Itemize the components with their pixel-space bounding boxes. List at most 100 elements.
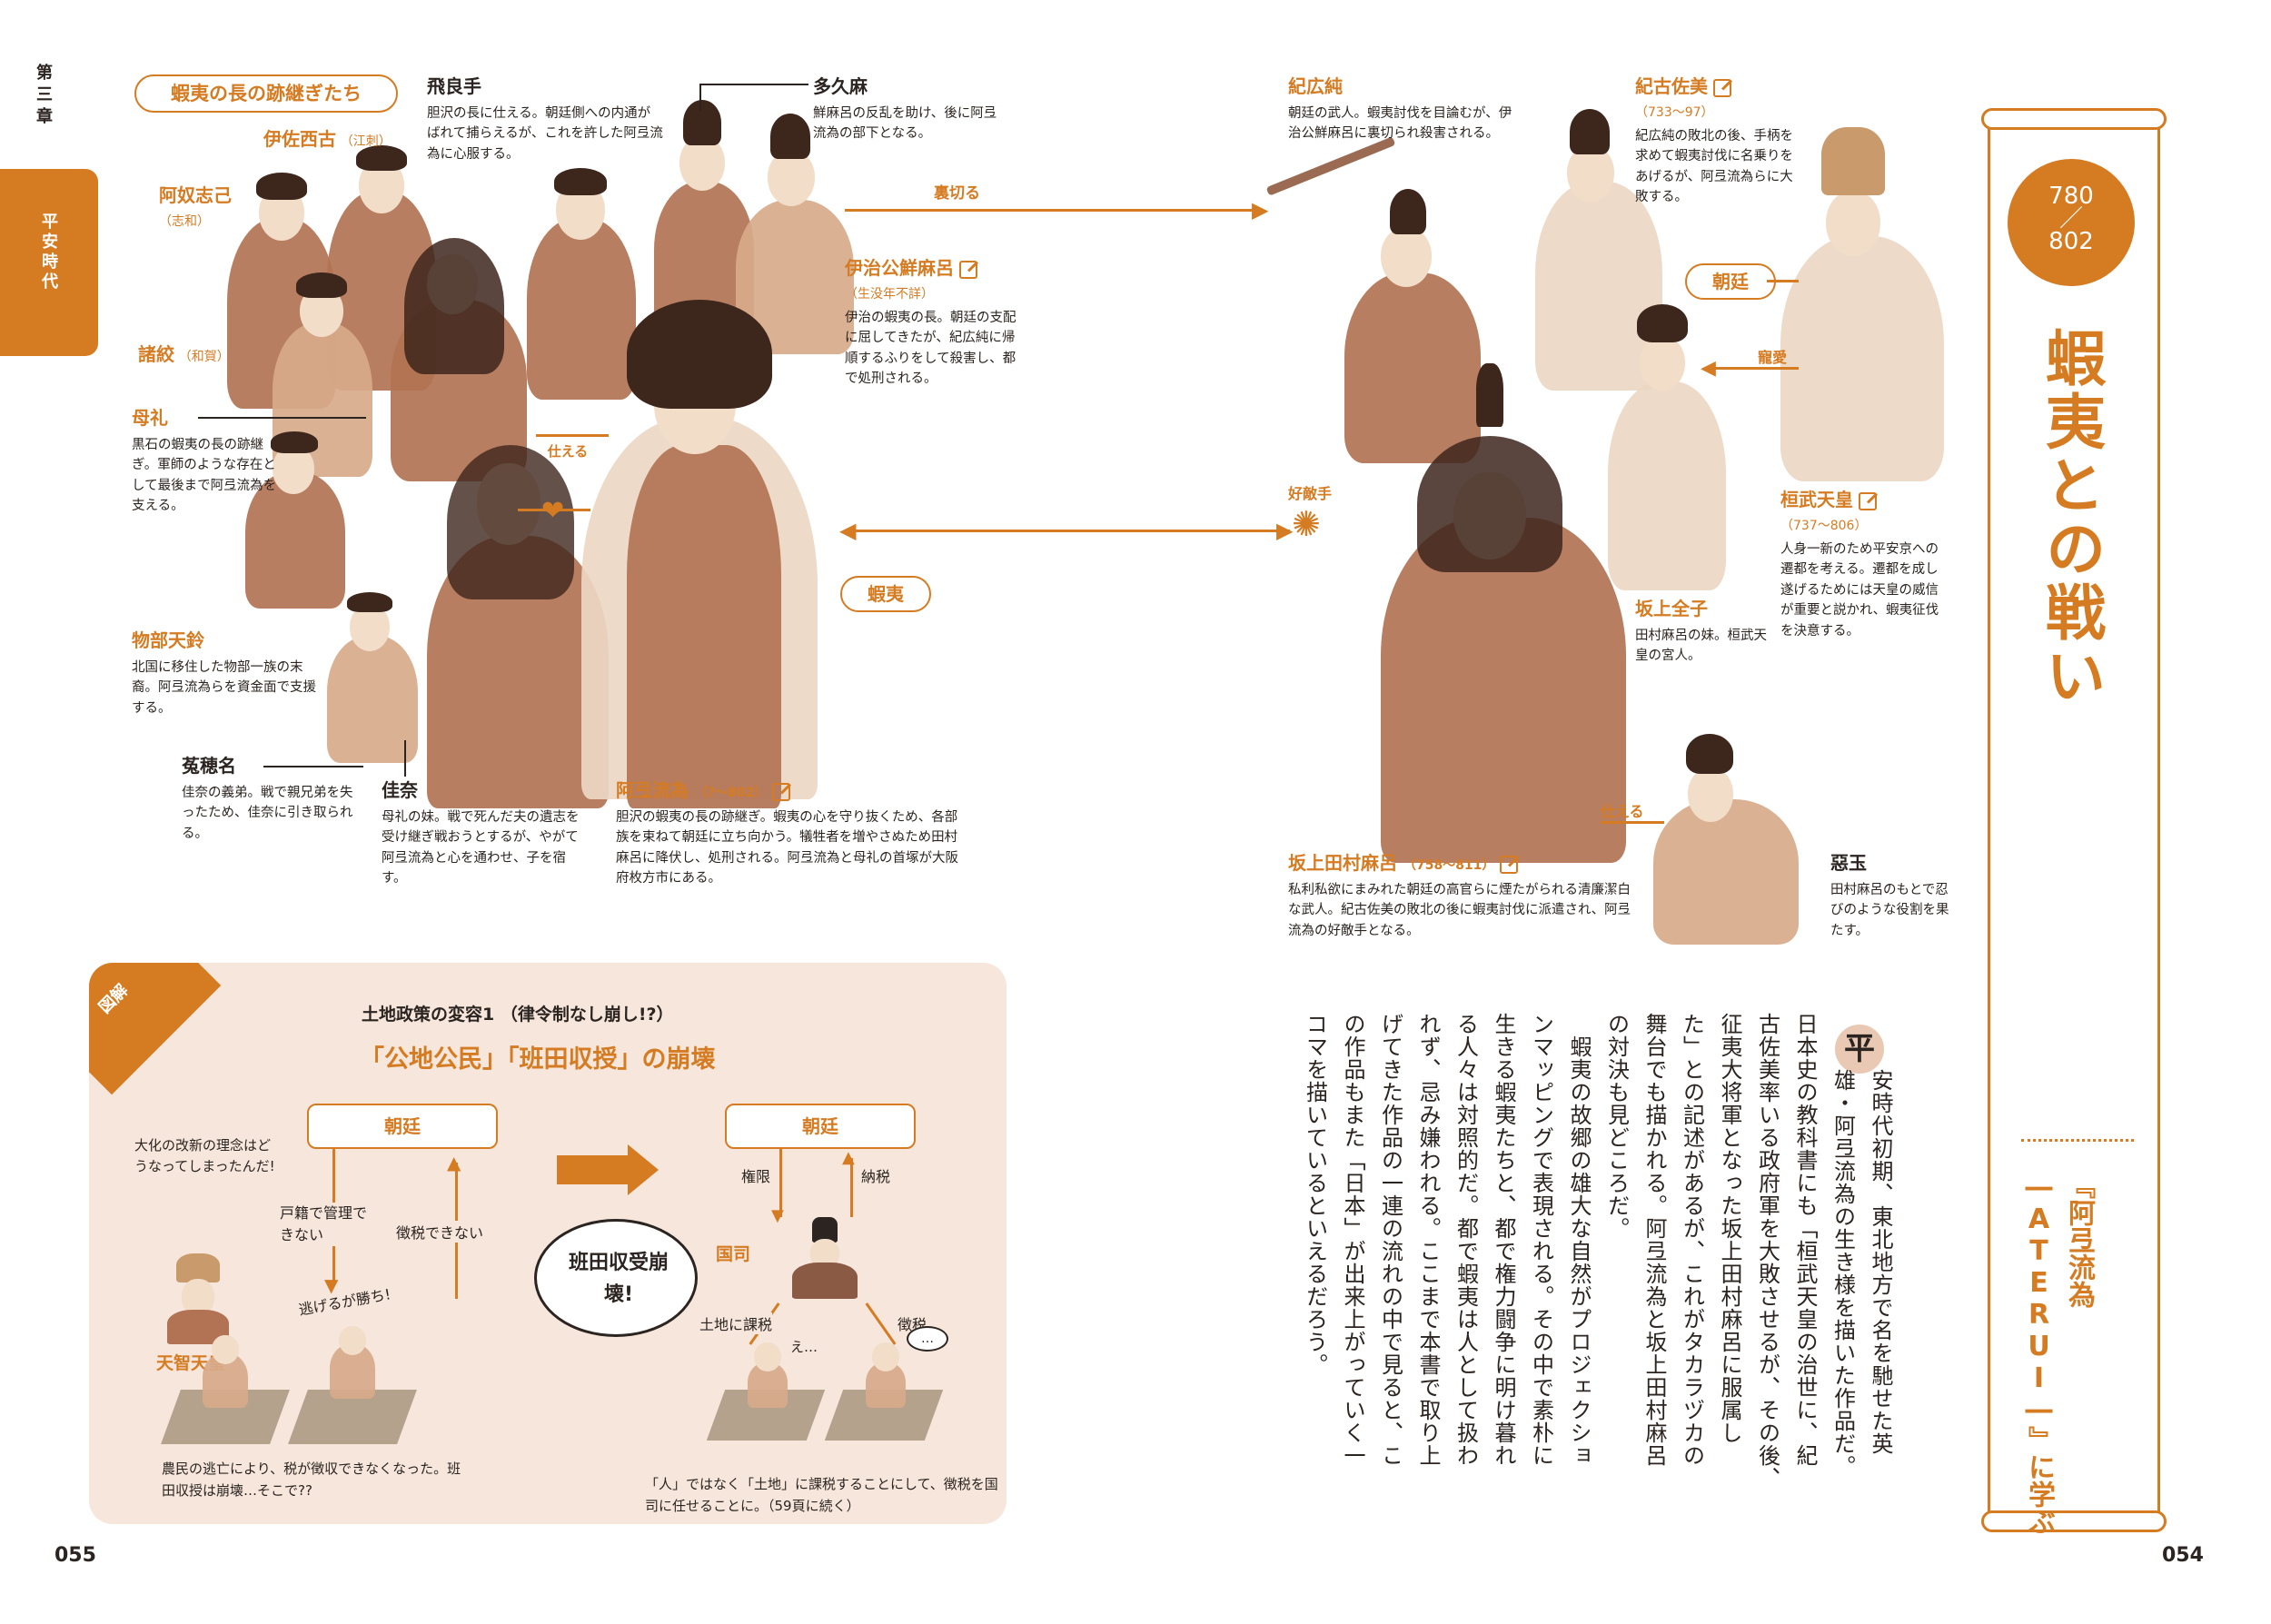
caption-right: 「人」ではなく「土地」に課税することにして、徴税を国司に任せることに。（59頁に… [645, 1476, 998, 1514]
char-desc: 佳奈の義弟。戦で親兄弟を失ったため、佳奈に引き取られる。 [182, 786, 353, 841]
koseki-label: 戸籍で管理できない [280, 1203, 380, 1246]
char-kanmu: 桓武天皇 （737～806） 人身一新のため平安京への遷都を考える。遷都を成し遂… [1780, 486, 1949, 641]
char-name-text: 紀古佐美 [1635, 75, 1708, 97]
char-more: 母礼 黒石の蝦夷の長の跡継ぎ。軍師のような存在として最後まで阿弖流為を支える。 [132, 404, 277, 517]
char-name: 菟穂名 [182, 755, 236, 777]
char-desc: 母礼の妹。戦で死んだ夫の遺志を受け継ぎ戦おうとするが、やがて阿弖流為と心を通わせ… [382, 810, 580, 886]
court-box-left: 朝廷 [307, 1104, 498, 1149]
char-kosami: 紀古佐美 （733～97） 紀広純の敗北の後、手柄を求めて蝦夷討伐に名乗りをあげ… [1635, 73, 1794, 208]
char-aterui: 阿弖流為 （?～802） 胆沢の蝦夷の長の跡継ぎ。蝦夷の心を守り抜くため、各部族… [616, 777, 961, 889]
char-hirate: 飛良手 胆沢の長に仕える。朝廷側への内通がばれて捕らえるが、これを許した阿弖流為… [427, 73, 663, 164]
char-note: （志和） [159, 214, 210, 229]
char-desc: 鮮麻呂の反乱を助け、後に阿弖流為の部下となる。 [813, 106, 997, 142]
char-name: 紀古佐美 [1635, 73, 1794, 100]
diagram-subtitle: 土地政策の変容1 （律令制なし崩し!?） [362, 1005, 674, 1025]
year-end: 802 [2048, 228, 2094, 255]
char-name: 伊治公鮮麻呂 [845, 254, 1017, 282]
char-desc: 黒石の蝦夷の長の跡継ぎ。軍師のような存在として最後まで阿弖流為を支える。 [132, 438, 277, 514]
tenji-figure [162, 1253, 234, 1344]
tochi-label: 土地に課税 [699, 1312, 773, 1334]
char-tenrei: 物部天鈴 北国に移住した物部一族の末裔。阿弖流為らを資金面で支援する。 [132, 627, 322, 718]
essay-column: た」との記述があるが、これがタカラヅカの [1679, 1013, 1705, 1467]
essay-column: 日本史の教科書にも「桓武天皇の治世に、紀 [1792, 1013, 1818, 1467]
char-note: （和賀） [178, 350, 230, 364]
char-name: 坂上全子 [1635, 598, 1708, 619]
diagram-title: 「公地公民」「班田収授」の崩壊 [360, 1045, 716, 1074]
edit-note-icon [959, 260, 977, 279]
scroll-title: 蝦夷との戦い [2036, 327, 2107, 708]
collapse-bubble: 班田収受崩壊! [534, 1219, 698, 1337]
caption-left: 農民の逃亡により、税が徴収できなくなった。班田収授は崩壊…そこで?? [162, 1461, 461, 1499]
year-badge: 780 ／ 802 [2008, 159, 2135, 286]
love-label: 寵愛 [1758, 349, 1788, 366]
char-desc: 北国に移住した物部一族の末裔。阿弖流為らを資金面で支援する。 [132, 660, 316, 716]
betray-arrow [845, 209, 1263, 212]
era-tab: 平安時代 [0, 169, 98, 356]
diagram-question: 大化の改新の理念はどうなってしまったんだ! [134, 1137, 275, 1174]
kokushi-label: 国司 [716, 1244, 751, 1264]
char-desc: 人身一新のため平安京への遷都を考える。遷都を成し遂げるためには天皇の威信が重要と… [1780, 542, 1939, 639]
serve-relation-right: 仕える [1601, 803, 1644, 820]
edit-note-icon [772, 782, 791, 801]
collapse-bubble-text: 班田収受崩壊! [568, 1252, 669, 1307]
page-number-left: 055 [55, 1544, 96, 1567]
edit-note-icon [1859, 491, 1877, 510]
wave-divider [2021, 1139, 2134, 1150]
char-name: 阿奴志己 [159, 184, 232, 206]
essay-column: コマを描いているといえるだろう。 [1302, 1013, 1328, 1376]
emishi-badge: 蝦夷 [840, 576, 931, 612]
essay-column: 安時代初期、東北地方で名を馳せた英 [1868, 1069, 1893, 1455]
essay-columns: 安時代初期、東北地方で名を馳せた英雄・阿弖流為の生き様を描いた作品だ。日本史の教… [1295, 1013, 1899, 1540]
char-desc: 私利私欲にまみれた朝廷の高官らに煙たがられる清廉潔白な武人。紀古佐美の敗北の後に… [1288, 883, 1631, 938]
essay-column: の対決も見どころだ。 [1603, 1013, 1630, 1240]
char-note: （江刺） [340, 134, 392, 149]
kokushi-figure [788, 1217, 861, 1299]
essay-body: 安時代初期、東北地方で名を馳せた英雄・阿弖流為の生き様を描いた作品だ。日本史の教… [1281, 1013, 1899, 1558]
char-kana: 佳奈 母礼の妹。戦で死んだ夫の遺志を受け継ぎ戦おうとするが、やがて阿弖流為と心を… [382, 777, 590, 889]
char-hirozumi: 紀広純 朝廷の武人。蝦夷討伐を目論むが、伊治公鮮麻呂に裏切られ殺害される。 [1288, 73, 1524, 144]
char-name: 伊佐西古 [263, 128, 336, 150]
drop-cap-text: 平 [1844, 1031, 1875, 1067]
char-name: 坂上田村麻呂 （758～811） [1288, 849, 1633, 876]
diagram-tag-corner [89, 963, 222, 1095]
essay-column: ンマッピングで表現される。その中で素朴に [1528, 1013, 1554, 1467]
heart-icon: ❤ [541, 498, 564, 525]
essay-column: 生きる蝦夷たちと、都で権力闘争に明け暮れ [1491, 1013, 1516, 1467]
char-years: （?～802） [694, 786, 768, 800]
char-name-text: 桓武天皇 [1780, 489, 1853, 510]
char-isako: 伊佐西古 （江刺） [263, 125, 392, 153]
char-name: 惡玉 [1830, 852, 1867, 874]
char-desc: 胆沢の長に仕える。朝廷側への内通がばれて捕らえるが、これを許した阿弖流為に心服す… [427, 106, 663, 162]
char-desc: 田村麻呂の妹。桓武天皇の宮人。 [1635, 629, 1767, 664]
char-name: 物部天鈴 [132, 629, 204, 651]
essay-column: 蝦夷の故郷の雄大な自然がプロジェクショ [1566, 1013, 1592, 1467]
char-desc: 朝廷の武人。蝦夷討伐を目論むが、伊治公鮮麻呂に裏切られ殺害される。 [1288, 106, 1512, 142]
char-name-text: 坂上田村麻呂 [1288, 852, 1397, 874]
essay-column: の作品もまた「日本」が出来上がっていく一 [1340, 1013, 1365, 1467]
char-name: 飛良手 [427, 75, 481, 97]
char-zenshi: 坂上全子 田村麻呂の妹。桓武天皇の宮人。 [1635, 595, 1771, 667]
section-title: 蝦夷の長の跡継ぎたち [134, 74, 398, 113]
essay-column: 古佐美率いる政府軍を大敗させるが、その後、 [1754, 1013, 1780, 1490]
dots-bubble: … [907, 1326, 948, 1352]
year-start: 780 [2048, 183, 2094, 210]
era-label: 平安時代 [39, 213, 58, 292]
essay-column: 舞台でも描かれる。阿弖流為と坂上田村麻呂 [1641, 1013, 1667, 1467]
essay-column: れず、忌み嫌われる。ここまで本書で取り上 [1415, 1013, 1441, 1467]
essay-column: げてきた作品の一連の流れの中で見ると、こ [1377, 1013, 1403, 1467]
rival-arrow [845, 530, 1290, 532]
char-desc: 胆沢の蝦夷の長の跡継ぎ。蝦夷の心を守り抜くため、各部族を束ねて朝廷に立ち向かう。… [616, 810, 958, 886]
char-years: （生没年不詳） [845, 287, 934, 302]
char-takuma: 多久麻 鮮麻呂の反乱を助け、後に阿弖流為の部下となる。 [813, 73, 1004, 144]
page-number-right: 054 [2162, 1544, 2204, 1567]
char-desc: 伊治の蝦夷の長。朝廷の支配に屈してきたが、紀広純に帰順するふりをして殺害し、都で… [845, 311, 1016, 387]
char-name: 佳奈 [382, 779, 418, 801]
rival-star-icon: ✺ [1292, 504, 1321, 544]
rival-label: 好敵手 [1288, 485, 1333, 502]
char-name: 阿弖流為 （?～802） [616, 777, 961, 804]
scroll-lesson: 『阿弖流為 ―ATERUI―』に学ぶ [2023, 1172, 2095, 1535]
drop-cap: 平 [1835, 1025, 1884, 1074]
flee-label: 逃げるが勝ち! [297, 1285, 392, 1319]
char-years: （733～97） [1635, 105, 1714, 120]
transition-arrow [557, 1155, 630, 1184]
